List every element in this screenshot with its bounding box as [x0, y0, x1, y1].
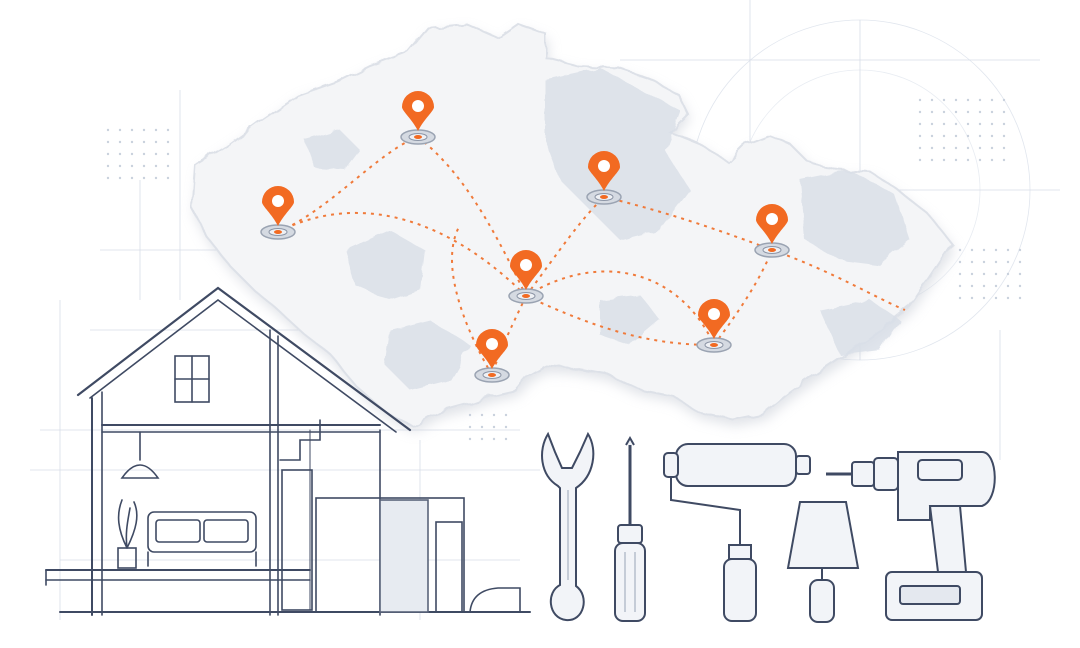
map-pin-icon — [508, 250, 544, 304]
map-pin-icon — [586, 151, 622, 205]
house-blueprint-icon — [45, 286, 531, 616]
map-pin-icon — [474, 329, 510, 383]
map-pins — [260, 91, 790, 383]
trowel-icon — [786, 501, 860, 623]
map-pin-icon — [260, 186, 296, 240]
wrench-icon — [541, 431, 595, 622]
terrain-shading — [305, 68, 910, 390]
screwdriver-icon — [614, 435, 646, 622]
dot-grid — [106, 98, 1022, 441]
map-pin-icon — [400, 91, 436, 145]
map-shape — [190, 22, 954, 428]
paint-roller-icon — [663, 443, 811, 622]
map-pin-icon — [696, 299, 732, 353]
cordless-drill-icon — [826, 451, 996, 621]
country-map — [190, 22, 955, 432]
map-pin-icon — [754, 204, 790, 258]
routes — [277, 136, 906, 376]
